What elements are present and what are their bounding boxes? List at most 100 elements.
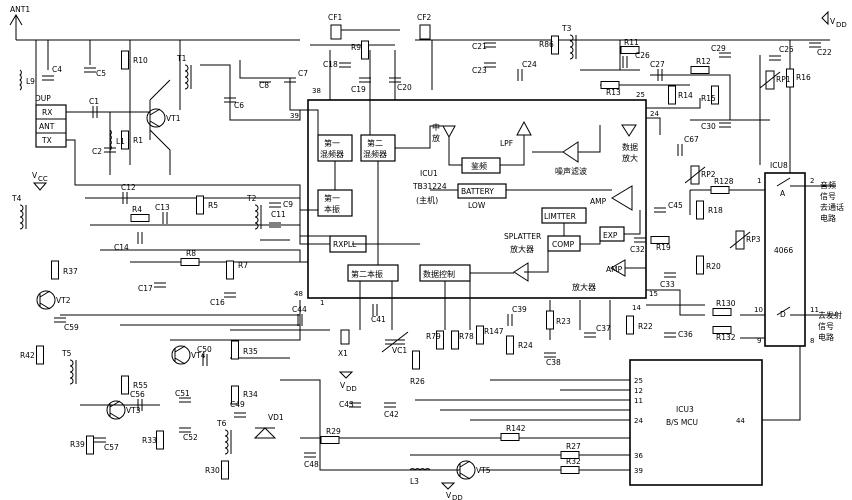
- label-c38: C38: [546, 358, 561, 367]
- resistor-r19: [650, 236, 670, 244]
- label-c13: C13: [155, 203, 170, 212]
- label-r4: R4: [132, 205, 142, 214]
- switch-d-icon: [776, 306, 805, 316]
- label-vc1: VC1: [392, 346, 407, 355]
- icu1-part: TB31224: [412, 182, 447, 191]
- label-r14: R14: [678, 91, 693, 100]
- label-c33: C33: [660, 280, 675, 289]
- capacitor-c32: [634, 237, 646, 243]
- label-rp1: RP1: [776, 75, 791, 84]
- icu8-label-a: A: [780, 189, 786, 198]
- capacitor-c18: [339, 62, 351, 68]
- resistor-r5: [196, 195, 204, 215]
- label-t3: T3: [561, 24, 572, 33]
- label-r16: R16: [796, 73, 811, 82]
- label-rp2: RP2: [701, 170, 716, 179]
- pot-wiper-rp2: [684, 166, 706, 184]
- audio-out-3: 去通话: [820, 202, 844, 212]
- label-c19: C19: [351, 85, 366, 94]
- label-c57: C57: [104, 443, 119, 452]
- transistor-body-vt4: [174, 345, 186, 365]
- label-c59: C59: [64, 323, 79, 332]
- vdd-bottom-v: V: [446, 491, 452, 500]
- label-c42: C42: [384, 410, 399, 419]
- label-r42: R42: [20, 351, 35, 360]
- transistor-vt5: [456, 460, 476, 480]
- wiring: [36, 29, 835, 471]
- resistor-r1: [121, 130, 129, 150]
- label-c43: C43: [339, 400, 354, 409]
- label-c14: C14: [114, 243, 129, 252]
- inductor-l1: [109, 129, 112, 151]
- amp-lower-label: AMP: [606, 265, 623, 274]
- label-c2: C2: [92, 147, 102, 156]
- label-r130: R130: [716, 299, 736, 308]
- label-vt1: VT1: [166, 114, 181, 123]
- icu8-pin-9: 9: [757, 337, 761, 345]
- icu3-pin-25: 25: [634, 377, 643, 385]
- label-c45: C45: [668, 201, 683, 210]
- capacitor-c43: [349, 402, 361, 408]
- label-c26: C26: [635, 51, 650, 60]
- label-r128: R128: [714, 177, 734, 186]
- capacitor-c4: [42, 75, 54, 81]
- comp-label: COMP: [552, 240, 575, 249]
- discriminator-label: 鉴频: [471, 161, 487, 171]
- capacitor-c5: [84, 67, 96, 73]
- icu3-pin-12: 12: [634, 387, 643, 395]
- label-r22: R22: [638, 322, 653, 331]
- resistor-r14: [668, 85, 676, 105]
- icu3-part: B/S MCU: [666, 418, 698, 427]
- label-c37: C37: [596, 324, 611, 333]
- resistor-r86: [551, 35, 559, 55]
- label-c8: C8: [259, 81, 269, 90]
- pot-wiper-rp1: [759, 71, 781, 89]
- label-r27: R27: [566, 442, 581, 451]
- label-c22: C22: [817, 48, 832, 57]
- capacitor-c30: [719, 122, 731, 128]
- label-c51: C51: [175, 389, 190, 398]
- label-cf1: CF1: [328, 13, 343, 22]
- lpf-triangle: [516, 120, 532, 136]
- label-c32: C32: [630, 245, 645, 254]
- capacitor-c14: [137, 232, 143, 244]
- capacitor-c33: [664, 272, 676, 278]
- icu8-pin-11: 11: [810, 306, 819, 314]
- resistor-r42: [36, 345, 44, 365]
- vdd-bottom-sub: DD: [452, 494, 463, 500]
- resistor-r27: [560, 451, 580, 459]
- label-r23: R23: [556, 317, 571, 326]
- label-c67: C67: [684, 135, 699, 144]
- label-vt4: VT4: [191, 351, 206, 360]
- transformer-t5: [69, 359, 74, 385]
- capacitor-c27: [657, 69, 663, 81]
- label-c23: C23: [472, 66, 487, 75]
- label-c29: C29: [711, 44, 726, 53]
- capacitor-c36: [664, 332, 676, 338]
- label-c39: C39: [512, 305, 527, 314]
- icu8-pin-2: 2: [810, 177, 814, 185]
- vdd-top-sub: DD: [836, 21, 847, 29]
- label-t5: T5: [61, 349, 72, 358]
- label-r13: R13: [606, 88, 621, 97]
- label-c25: C25: [779, 45, 794, 54]
- label-c56: C56: [130, 390, 145, 399]
- label-r20: R20: [706, 262, 721, 271]
- resistor-r9: [361, 40, 369, 60]
- dup-tx: TX: [41, 136, 52, 145]
- label-r12: R12: [696, 57, 711, 66]
- filter-cf2: [419, 24, 431, 40]
- vdd-top-v: V: [830, 17, 836, 26]
- label-c30: C30: [701, 122, 716, 131]
- label-r11: R11: [624, 38, 639, 47]
- capacitor-c59: [54, 317, 66, 323]
- label-r5: R5: [208, 201, 218, 210]
- noise-filter-label: 噪声滤波: [555, 166, 587, 176]
- label-r19: R19: [656, 243, 671, 252]
- label-r33: R33: [142, 436, 157, 445]
- resistor-r132: [712, 326, 732, 334]
- label-c4: C4: [52, 65, 62, 74]
- label-r10: R10: [133, 56, 148, 65]
- label-c49: C49: [230, 400, 245, 409]
- icu3-pin-36: 36: [634, 452, 643, 460]
